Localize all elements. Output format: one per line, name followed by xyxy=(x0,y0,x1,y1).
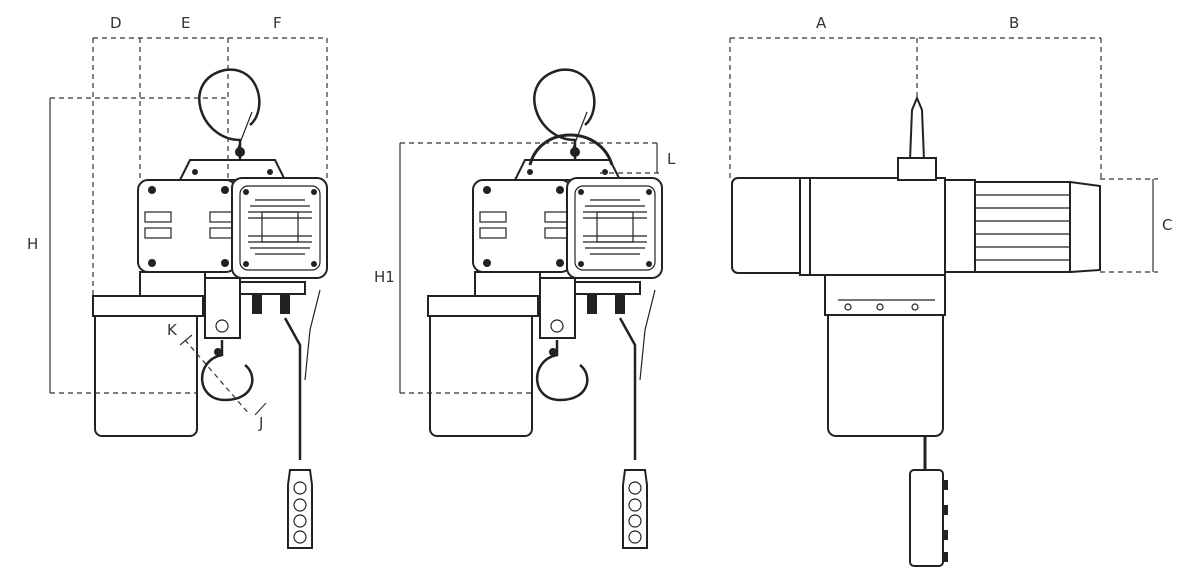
label-K: K xyxy=(167,321,178,339)
dimension-lines-left xyxy=(49,37,328,416)
front-view-hook: D E F H K J xyxy=(27,14,329,550)
label-D: D xyxy=(110,14,122,32)
label-H1: H1 xyxy=(374,268,395,286)
label-C: C xyxy=(1162,216,1172,234)
label-E: E xyxy=(181,14,190,32)
label-F: F xyxy=(273,14,282,32)
label-B: B xyxy=(1009,14,1019,32)
side-view: A B C xyxy=(729,14,1172,567)
label-L: L xyxy=(667,150,676,168)
label-J: J xyxy=(258,414,263,432)
front-view-eye-suspension: H1 L xyxy=(374,68,676,550)
label-H: H xyxy=(27,235,38,253)
label-A: A xyxy=(816,14,827,32)
